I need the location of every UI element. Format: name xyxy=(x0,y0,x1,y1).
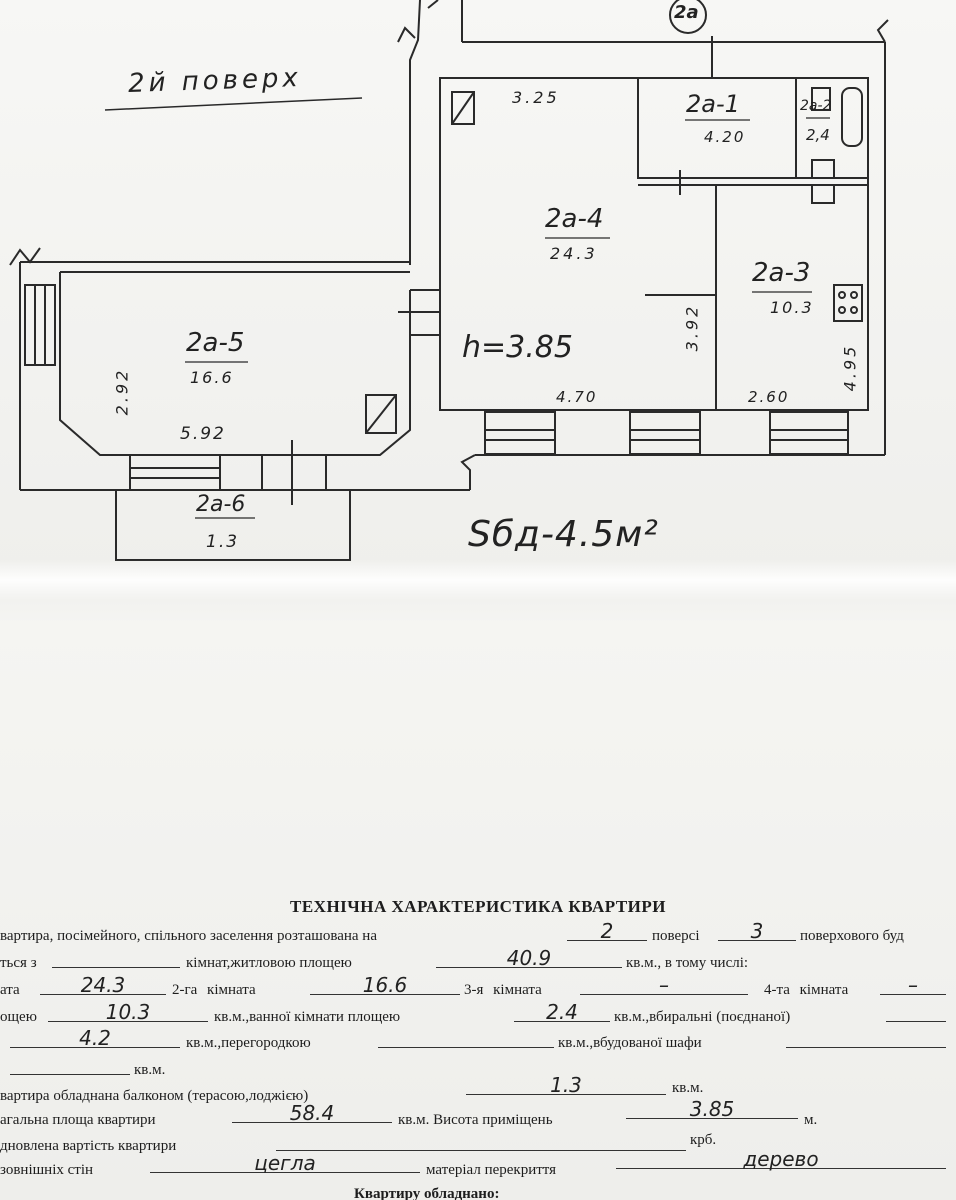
room1-area-field: 24.3 xyxy=(40,975,166,995)
dim-room5-left: 2.92 xyxy=(112,367,132,416)
total-area-field: 58.4 xyxy=(232,1103,392,1123)
room-2a-5-id: 2а-5 xyxy=(186,328,245,358)
dim-top-left: 3.25 xyxy=(512,88,560,107)
other-area-field xyxy=(10,1058,130,1075)
corner-mark: 2а xyxy=(674,2,699,23)
balcony-area-note: Sбд-4.5м² xyxy=(468,514,659,555)
spec-l11-a: Квартиру обладнано: xyxy=(354,1186,500,1200)
spec-l4-b: кв.м.,ванної кімнати площею xyxy=(214,1009,401,1025)
paper-fold xyxy=(0,560,956,600)
room-2a-5-area: 16.6 xyxy=(190,368,234,387)
spec-l2-a: ться з xyxy=(0,955,37,971)
spec-l10-a: зовнішніх стін xyxy=(0,1162,94,1178)
toilet-area-field xyxy=(886,1005,946,1022)
spec-l8-c: м. xyxy=(804,1112,818,1128)
room-2a-6-area: 1.3 xyxy=(206,532,240,552)
room-2a-6-id: 2а-6 xyxy=(196,492,246,517)
spec-l8-b: кв.м. Висота приміщень xyxy=(398,1112,553,1128)
floor-field: 2 xyxy=(567,921,647,941)
dim-room5-bottom: 5.92 xyxy=(180,424,226,444)
living-area-field: 40.9 xyxy=(436,948,622,968)
room-2a-4-area: 24.3 xyxy=(550,244,598,263)
spec-l9-b: крб. xyxy=(690,1132,717,1148)
partition-area-field xyxy=(378,1031,554,1048)
floor-label: 2й поверх xyxy=(127,62,303,100)
spec-l7-b: кв.м. xyxy=(672,1080,704,1096)
spec-l4-c: кв.м.,вбиральні (поєднаної) xyxy=(614,1009,791,1025)
corner-mark-circle xyxy=(669,0,707,34)
spec-l1-a: вартира, посімейного, спільного заселенн… xyxy=(0,928,377,944)
ceiling-material-field: дерево xyxy=(616,1149,946,1169)
ceiling-height-field: 3.85 xyxy=(626,1099,798,1119)
room-2a-3-area: 10.3 xyxy=(770,298,814,317)
balcony-area-field: 1.3 xyxy=(466,1075,666,1095)
spec-l4-a: ощею xyxy=(0,1009,37,1025)
room-2a-3-id: 2а-3 xyxy=(752,258,811,288)
wall-material-field: цегла xyxy=(150,1153,420,1173)
room-2a-4-id: 2а-4 xyxy=(545,204,604,234)
spec-l3-b: 2-га кімната xyxy=(172,982,256,998)
room-2a-1-area: 4.20 xyxy=(704,128,746,146)
spec-l6-a: кв.м. xyxy=(134,1062,166,1078)
kitchen-area-field: 10.3 xyxy=(48,1002,208,1022)
room-height-label: h=3.85 xyxy=(462,330,573,365)
spec-l3-d: 4-та кімната xyxy=(764,982,849,998)
spec-l5-c: кв.м.,вбудованої шафи xyxy=(558,1035,702,1051)
spec-l8-a: агальна площа квартири xyxy=(0,1112,156,1128)
spec-l2-c: кв.м., в тому числі: xyxy=(626,955,749,971)
room4-area-field: – xyxy=(880,975,946,995)
spec-l7-a: вартира обладнана балконом (терасою,лодж… xyxy=(0,1088,309,1104)
room3-area-field: – xyxy=(580,975,748,995)
dim-room3-bottom: 2.60 xyxy=(748,388,790,406)
corridor-area-field: 4.2 xyxy=(10,1028,180,1048)
spec-l10-b: матеріал перекриття xyxy=(426,1162,557,1178)
floor-plan xyxy=(9,0,889,561)
spec-l1-b: поверсі xyxy=(652,928,700,944)
room-2a-1-id: 2а-1 xyxy=(686,90,740,118)
spec-title: ТЕХНІЧНА ХАРАКТЕРИСТИКА КВАРТИРИ xyxy=(290,897,666,916)
rooms-count-field xyxy=(52,951,180,968)
spec-l1-c: поверхового буд xyxy=(800,928,904,944)
spec-l9-a: дновлена вартість квартири xyxy=(0,1138,177,1154)
bath-area-field: 2.4 xyxy=(514,1002,610,1022)
dim-room3-left: 3.92 xyxy=(682,303,702,352)
room-2a-2-id: 2а-2 xyxy=(800,98,832,114)
wardrobe-area-field xyxy=(786,1031,946,1048)
spec-l3-a: ата xyxy=(0,982,20,998)
floors-field: 3 xyxy=(718,921,796,941)
value-field xyxy=(276,1134,686,1151)
spec-l3-c: 3-я кімната xyxy=(464,982,542,998)
dim-room4-bottom: 4.70 xyxy=(556,388,598,406)
spec-l5-b: кв.м.,перегородкою xyxy=(186,1035,311,1051)
room-2a-2-area: 2,4 xyxy=(806,126,830,144)
room2-area-field: 16.6 xyxy=(310,975,460,995)
dim-room3-right: 4.95 xyxy=(840,343,860,392)
spec-l2-b: кімнат,житловою площею xyxy=(186,955,352,971)
